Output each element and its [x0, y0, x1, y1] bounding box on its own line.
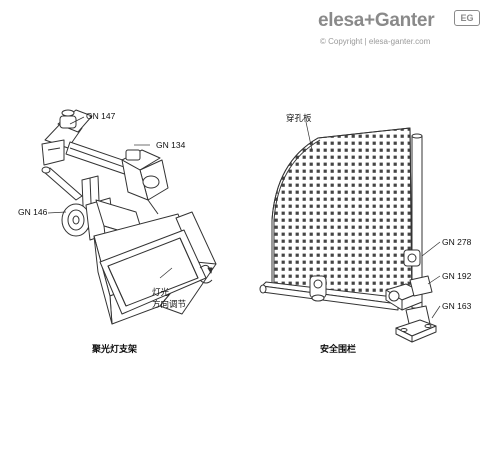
safety-fence-drawing: [259, 127, 437, 343]
lever-handle: [41, 166, 83, 201]
caption-left: 聚光灯支架: [92, 344, 138, 354]
horizontal-rail: [259, 281, 403, 311]
label-gn147: GN 147: [86, 111, 116, 121]
perforated-panel: [271, 127, 413, 303]
label-adjust-line2: 方向调节: [152, 299, 187, 309]
label-gn192: GN 192: [442, 271, 472, 281]
clamp-gn134-shape: [121, 149, 169, 215]
leader-lines-left: [47, 116, 173, 279]
caption-right: 安全围栏: [320, 344, 357, 354]
rotation-arrow: [199, 264, 213, 284]
rail-clamp-middle: [309, 275, 327, 302]
clamp-gn192-shape: [385, 275, 433, 311]
clamp-gn278-shape: [403, 249, 421, 267]
brand-badge: EG: [454, 10, 480, 26]
spotlight-housing: [93, 211, 217, 325]
label-gn134: GN 134: [156, 140, 186, 150]
base-gn163-shape: [395, 305, 437, 343]
spotlight-bracket-drawing: [41, 109, 217, 325]
brand-logo: elesa+Ganter EG © Copyright | elesa-gant…: [318, 10, 480, 50]
label-gn278: GN 278: [442, 237, 472, 247]
label-gn146: GN 146: [18, 207, 48, 217]
clamp-gn147-shape: [41, 109, 93, 166]
label-adjust-line1: 灯光: [152, 287, 170, 297]
brand-copyright: © Copyright | elesa-ganter.com: [320, 37, 431, 46]
label-panel: 穿孔板: [286, 113, 312, 123]
leader-lines-right: [305, 121, 441, 319]
label-gn163: GN 163: [442, 301, 472, 311]
brand-name: elesa+Ganter: [318, 10, 435, 31]
